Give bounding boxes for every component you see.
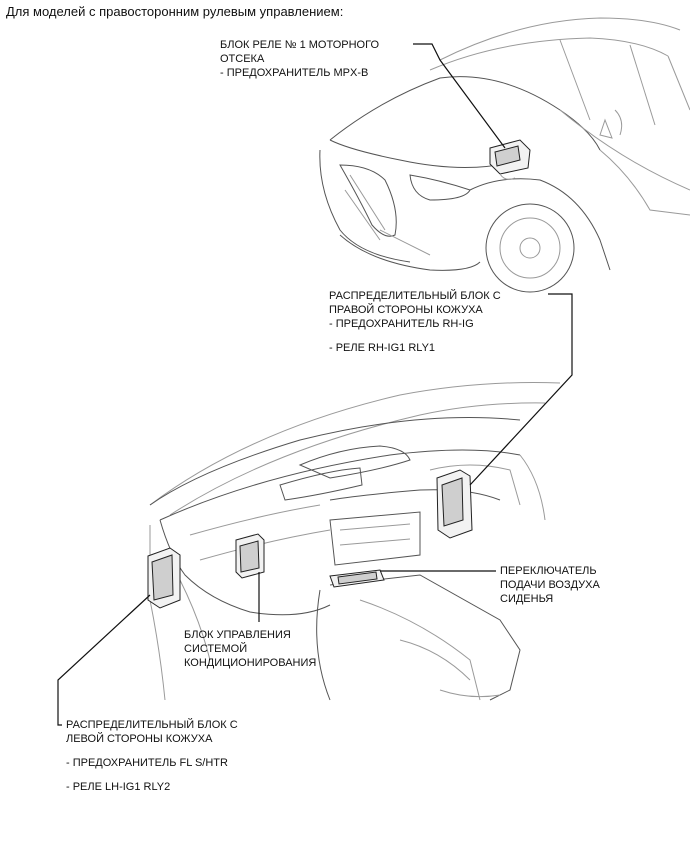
label-line: СИДЕНЬЯ (500, 593, 554, 605)
label-ac-control-unit: БЛОК УПРАВЛЕНИЯ СИСТЕМОЙ КОНДИЦИОНИРОВАН… (184, 628, 316, 670)
dashboard-illustration (147, 382, 561, 701)
car-illustration (319, 17, 690, 293)
label-line: - РЕЛЕ LH-IG1 RLY2 (66, 781, 171, 793)
label-line: ПЕРЕКЛЮЧАТЕЛЬ (500, 565, 597, 577)
leader-lines (57, 43, 573, 726)
label-line: БЛОК УПРАВЛЕНИЯ (184, 629, 291, 641)
label-line: СИСТЕМОЙ (184, 643, 248, 655)
label-line: - РЕЛЕ RH-IG1 RLY1 (329, 342, 436, 354)
label-lh-junction-block: РАСПРЕДЕЛИТЕЛЬНЫЙ БЛОК С ЛЕВОЙ СТОРОНЫ К… (66, 718, 238, 794)
label-engine-relay-block: БЛОК РЕЛЕ № 1 МОТОРНОГО ОТСЕКА - ПРЕДОХР… (220, 38, 379, 80)
label-line: ЛЕВОЙ СТОРОНЫ КОЖУХА (66, 733, 213, 745)
label-line: ОТСЕКА (220, 53, 265, 65)
label-line: ПОДАЧИ ВОЗДУХА (500, 579, 600, 591)
label-line: - ПРЕДОХРАНИТЕЛЬ MPX-B (220, 67, 369, 79)
label-rh-junction-block: РАСПРЕДЕЛИТЕЛЬНЫЙ БЛОК С ПРАВОЙ СТОРОНЫ … (329, 289, 501, 355)
label-line: РАСПРЕДЕЛИТЕЛЬНЫЙ БЛОК С (329, 290, 501, 302)
label-line: - ПРЕДОХРАНИТЕЛЬ RH-IG (329, 318, 474, 330)
label-line: ПРАВОЙ СТОРОНЫ КОЖУХА (329, 304, 483, 316)
page-heading: Для моделей с правосторонним рулевым упр… (6, 4, 344, 19)
label-line: - ПРЕДОХРАНИТЕЛЬ FL S/HTR (66, 757, 228, 769)
label-line: КОНДИЦИОНИРОВАНИЯ (184, 657, 317, 669)
label-line: РАСПРЕДЕЛИТЕЛЬНЫЙ БЛОК С (66, 719, 238, 731)
label-line: БЛОК РЕЛЕ № 1 МОТОРНОГО (220, 39, 380, 51)
label-seat-air-switch: ПЕРЕКЛЮЧАТЕЛЬ ПОДАЧИ ВОЗДУХА СИДЕНЬЯ (500, 564, 600, 606)
